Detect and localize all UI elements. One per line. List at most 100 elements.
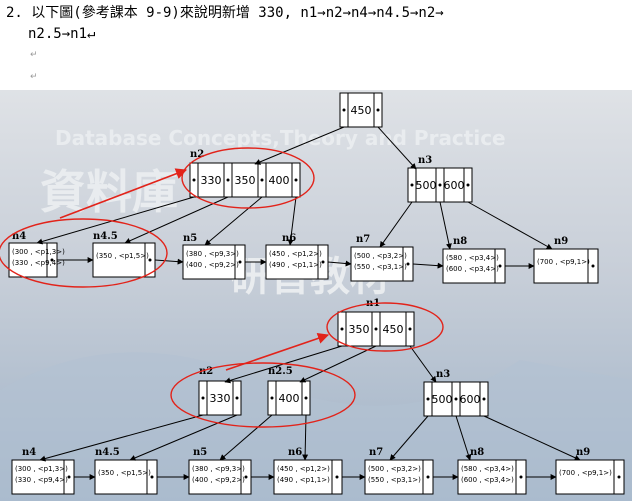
node-label: n4.5 — [93, 231, 118, 242]
pointer-dot — [438, 183, 442, 187]
tree1-leaf-link — [327, 260, 352, 267]
next-pointer-dot — [519, 475, 523, 479]
node-label: n3 — [436, 369, 450, 380]
bplus-tree-figure: Database Concepts,Theory and Practice 資料… — [0, 90, 632, 501]
node-label: n6 — [288, 447, 302, 458]
next-pointer-dot — [148, 258, 152, 262]
tree1-edge — [439, 201, 452, 250]
pointer-dot — [410, 183, 414, 187]
pointer-dot — [304, 396, 308, 400]
leaf-record: (490 , <p1,1>) — [269, 261, 322, 269]
question-heading-line2: n2.5→n1↵ — [28, 26, 96, 42]
tree2-highlight-n2-split — [170, 362, 356, 428]
leaf-box — [92, 242, 156, 278]
pointer-dot — [201, 396, 205, 400]
tree2-leaf-n7: (500 , <p3,2>)(550 , <p3,1>)n7 — [364, 447, 434, 495]
pointer-dot — [408, 327, 412, 331]
pointer-dot — [482, 397, 486, 401]
next-pointer-dot — [238, 260, 242, 264]
tree1-edge — [124, 196, 229, 244]
leaf-record: (380 , <p9,3>) — [186, 250, 239, 258]
key-value: 600 — [444, 179, 465, 192]
tree2-edge — [299, 345, 377, 383]
tree2-edge — [129, 414, 238, 461]
node-box — [339, 92, 383, 128]
leaf-record: (550 , <p3,1>) — [368, 476, 421, 484]
leaf-box — [457, 459, 527, 495]
tree1-leaf-link — [154, 258, 184, 265]
tree1-leaf-n4: (300 , <p1,3>)(330 , <p9,4>)n4 — [8, 231, 65, 278]
key-value: 400 — [279, 392, 300, 405]
pointer-dot — [376, 108, 380, 112]
tree1-highlight-n4 — [0, 218, 168, 288]
node-label: n8 — [453, 236, 467, 247]
node-box — [198, 380, 242, 416]
tree2-insert-path-arrow — [225, 332, 330, 371]
leaf-record: (600 , <p3,4>) — [446, 265, 499, 273]
key-value: 350 — [349, 323, 370, 336]
leaf-record: (400 , <p9,2>) — [192, 476, 245, 484]
node-label: n5 — [183, 233, 197, 244]
leaf-box — [8, 242, 58, 278]
pointer-dot — [426, 397, 430, 401]
tree2-leaf-n6: (450 , <p1,2>) (490 , <p1,1>) n6 — [273, 447, 343, 495]
leaf-box — [94, 459, 158, 495]
node-label: n7 — [356, 234, 370, 245]
leaf-box — [273, 459, 343, 495]
leaf-record: (450 , <p1,2>) — [269, 250, 322, 258]
tree2-edge — [409, 345, 437, 383]
key-value: 330 — [201, 174, 222, 187]
tree1-edge — [287, 196, 297, 246]
tree1-leaf-n5: (380 , <p9,3>) (400 , <p9,2>) n5 — [182, 233, 246, 280]
tree2-leaf-n5: (380 , <p9,3>)(400 , <p9,2>)n5 — [188, 447, 252, 495]
node-label: n7 — [369, 447, 383, 458]
leaf-record: (580 , <p3,4>) — [461, 465, 514, 473]
node-label: n2.5 — [268, 366, 293, 377]
tree1-edge — [379, 201, 413, 248]
tree2-edge — [483, 415, 581, 461]
next-pointer-dot — [426, 475, 430, 479]
key-value: 600 — [460, 393, 481, 406]
node-label: n8 — [470, 447, 484, 458]
key-value: 500 — [432, 393, 453, 406]
node-label: n6 — [282, 233, 296, 244]
tree1-leaf-n7: (500 , <p3,2>)(550 , <p3,1>)n7 — [350, 234, 414, 282]
leaf-record: (380 , <p9,3>) — [192, 465, 245, 473]
tree1-leaf-n8: (580 , <p3,4>)(600 , <p3,4>)n8 — [442, 236, 506, 284]
pointer-dot — [374, 327, 378, 331]
tree1-leaf-link — [412, 262, 444, 269]
pointer-dot — [235, 396, 239, 400]
tree1-leaf-n4.5: (350 , <p1,5>)n4.5 — [92, 231, 156, 278]
tree2-node-n2.5: 400 n2.5 — [267, 366, 311, 416]
leaf-record: (550 , <p3,1>) — [354, 263, 407, 271]
tree1-edge — [467, 201, 553, 250]
leaf-record: (400 , <p9,2>) — [186, 261, 239, 269]
tree1-leaf-n9: (700 , <p9,1>)n9 — [533, 236, 599, 284]
leaf-record: (330 , <p9,4>) — [15, 476, 68, 484]
tree2-edge — [39, 414, 204, 462]
leaf-record: (600 , <p3,4>) — [461, 476, 514, 484]
pointer-dot — [270, 396, 274, 400]
node-label: n3 — [418, 155, 432, 166]
watermark-line1: Database Concepts,Theory and Practice — [55, 126, 506, 150]
paragraph-mark: ↵ — [30, 50, 38, 60]
node-box — [189, 162, 301, 198]
node-label: n4 — [22, 447, 36, 458]
tree2-edge — [302, 414, 309, 461]
node-label: n2 — [199, 366, 213, 377]
next-pointer-dot — [67, 475, 71, 479]
leaf-record: (450 , <p1,2>) — [277, 465, 330, 473]
leaf-box — [555, 459, 625, 495]
node-label: n2 — [190, 149, 204, 160]
pointer-dot — [294, 178, 298, 182]
leaf-record: (490 , <p1,1>) — [277, 476, 330, 484]
question-heading-line1: 2. 以下圖(參考課本 9-9)來說明新增 330, n1→n2→n4→n4.5… — [6, 5, 444, 21]
pointer-dot — [192, 178, 196, 182]
key-value: 400 — [269, 174, 290, 187]
tree2-leaf-n9: (700 , <p9,1>)n9 — [555, 447, 625, 495]
leaf-box — [364, 459, 434, 495]
pointer-dot — [226, 178, 230, 182]
